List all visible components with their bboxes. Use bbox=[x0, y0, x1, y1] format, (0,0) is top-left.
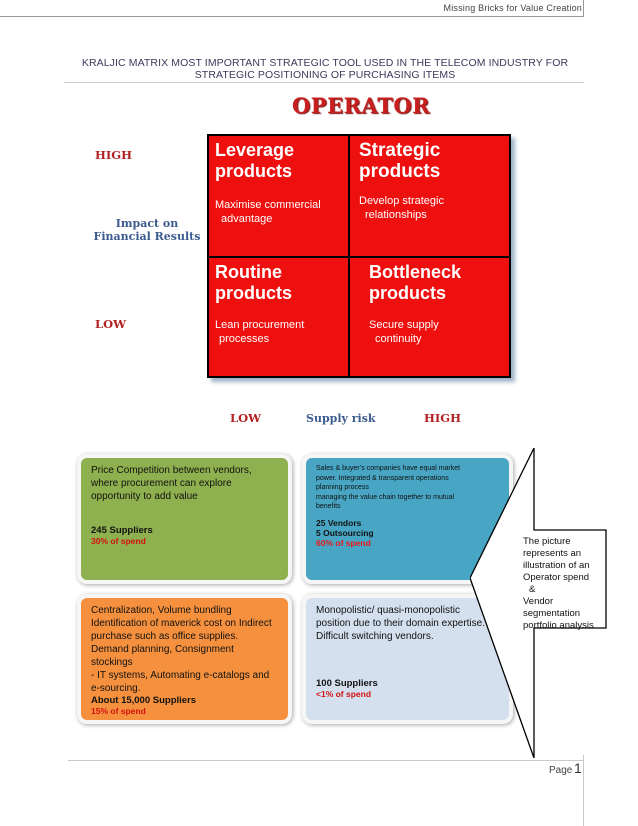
quadrant-routine-sub-1: Lean procurement bbox=[215, 319, 305, 331]
callout-line: portfolio analysis bbox=[523, 620, 594, 631]
quadrant-strategic: Strategic products Develop strategic rel… bbox=[350, 136, 509, 256]
callout-line: Vendor bbox=[523, 596, 554, 607]
document-title: KRALJIC MATRIX MOST IMPORTANT STRATEGIC … bbox=[70, 57, 580, 81]
description-line: Price Competition between vendors, bbox=[91, 465, 252, 476]
description-line: opportunity to add value bbox=[91, 491, 198, 502]
kraljic-matrix: Leverage products Maximise commercial ad… bbox=[207, 134, 511, 378]
y-axis-label-line-1: Impact on bbox=[115, 217, 179, 230]
description-line: Demand planning, Consignment stockings bbox=[91, 644, 234, 668]
callout-line: The picture bbox=[523, 536, 571, 547]
description-line: Sales & buyer’s companies have equal mar… bbox=[316, 465, 461, 472]
y-axis-low: LOW bbox=[95, 317, 127, 331]
quadrant-routine-title-1: Routine bbox=[215, 262, 282, 282]
callout-shape bbox=[470, 448, 607, 758]
segment-box-leverage: Price Competition between vendors, where… bbox=[77, 454, 292, 584]
quadrant-leverage-sub-1: Maximise commercial bbox=[215, 199, 321, 211]
callout-line: Operator spend bbox=[523, 572, 590, 583]
spend-share: 30% of spend bbox=[91, 536, 146, 546]
description-line: benefits bbox=[316, 503, 341, 510]
spend-share: 60% of spend bbox=[316, 537, 371, 548]
segment-bottleneck-description: Monopolistic/ quasi-monopolistic positio… bbox=[316, 604, 499, 643]
matrix-title: OPERATOR bbox=[292, 93, 431, 118]
supplier-count: 100 Suppliers bbox=[316, 678, 378, 689]
y-axis-high: HIGH bbox=[95, 148, 132, 162]
description-line: Monopolistic/ quasi-monopolistic bbox=[316, 605, 460, 616]
header-divider bbox=[0, 16, 583, 17]
description-line: position due to their domain expertise. bbox=[316, 618, 485, 629]
quadrant-bottleneck-sub: Secure supply continuity bbox=[369, 318, 503, 346]
quadrant-bottleneck-sub-1: Secure supply bbox=[369, 319, 439, 331]
description-line: e-sourcing. bbox=[91, 683, 141, 694]
quadrant-strategic-sub: Develop strategic relationships bbox=[359, 194, 503, 222]
page-number: 1 bbox=[574, 760, 582, 776]
vendor-count: 25 Vendors bbox=[316, 517, 362, 528]
description-line: power. Integrated & transparent operatio… bbox=[316, 474, 449, 482]
description-line: planning process bbox=[316, 484, 369, 491]
header-vertical-divider bbox=[583, 0, 584, 17]
quadrant-leverage-title-1: Leverage bbox=[215, 140, 295, 160]
quadrant-bottleneck-title-1: Bottleneck bbox=[369, 262, 462, 282]
quadrant-strategic-title-2: products bbox=[359, 161, 441, 182]
spend-share: <1% of spend bbox=[316, 689, 372, 699]
footer-divider bbox=[68, 760, 583, 761]
quadrant-bottleneck-sub-2: continuity bbox=[375, 333, 422, 345]
segment-box-bottleneck: Monopolistic/ quasi-monopolistic positio… bbox=[302, 594, 513, 724]
quadrant-routine: Routine products Lean procurement proces… bbox=[209, 258, 348, 376]
quadrant-strategic-sub-2: relationships bbox=[365, 209, 427, 221]
description-line: where procurement can explore bbox=[91, 478, 232, 489]
outsourcing-count: 5 Outsourcing bbox=[316, 527, 374, 538]
x-axis-low: LOW bbox=[230, 411, 262, 425]
segment-routine-description: Centralization, Volume bundling Identifi… bbox=[91, 604, 278, 695]
title-line-1: KRALJIC MATRIX MOST IMPORTANT STRATEGIC … bbox=[81, 57, 569, 69]
segment-strategic-description: Sales & buyer’s companies have equal mar… bbox=[316, 464, 499, 512]
callout-line: segmentation bbox=[523, 608, 581, 619]
description-line: managing the value chain together to mut… bbox=[316, 493, 455, 501]
description-line: Difficult switching vendors. bbox=[316, 631, 434, 642]
supplier-count: 245 Suppliers bbox=[91, 525, 153, 536]
x-axis-label: Supply risk bbox=[306, 412, 376, 425]
quadrant-strategic-sub-1: Develop strategic bbox=[359, 195, 444, 207]
callout-outline bbox=[470, 448, 607, 758]
x-axis-high: HIGH bbox=[424, 411, 461, 425]
title-divider bbox=[64, 82, 584, 83]
supplier-count: About 15,000 Suppliers bbox=[91, 695, 197, 706]
y-axis-label-line-2: Financial Results bbox=[93, 230, 201, 243]
quadrant-routine-sub-2: processes bbox=[219, 333, 270, 345]
quadrant-leverage-sub: Maximise commercial advantage bbox=[215, 198, 342, 226]
spend-share: 15% of spend bbox=[91, 706, 146, 716]
segment-box-routine: Centralization, Volume bundling Identifi… bbox=[77, 594, 292, 724]
quadrant-routine-title-2: products bbox=[215, 283, 293, 303]
segment-box-strategic: Sales & buyer’s companies have equal mar… bbox=[302, 454, 513, 584]
description-line: Identification of maverick cost on Indir… bbox=[91, 618, 272, 629]
quadrant-bottleneck: Bottleneck products Secure supply contin… bbox=[350, 258, 509, 376]
page-label: Page bbox=[549, 765, 573, 776]
callout-text: The picture represents an illustration o… bbox=[523, 536, 603, 632]
footer-vertical-divider bbox=[583, 755, 584, 826]
title-line-2: STRATEGIC POSITIONING OF PURCHASING ITEM… bbox=[194, 69, 456, 81]
running-header: Missing Bricks for Value Creation bbox=[443, 3, 582, 13]
quadrant-leverage-title-2: products bbox=[215, 161, 293, 181]
callout-line: represents an bbox=[523, 548, 582, 559]
quadrant-routine-sub: Lean procurement processes bbox=[215, 318, 342, 346]
y-axis-label: Impact on Financial Results bbox=[92, 217, 202, 243]
segment-leverage-description: Price Competition between vendors, where… bbox=[91, 464, 278, 503]
description-line: Centralization, Volume bundling bbox=[91, 605, 232, 616]
description-line: purchase such as office supplies. bbox=[91, 631, 239, 642]
quadrant-strategic-title-1: Strategic bbox=[359, 140, 441, 161]
callout-line: illustration of an bbox=[523, 560, 590, 571]
quadrant-leverage: Leverage products Maximise commercial ad… bbox=[209, 136, 348, 256]
quadrant-leverage-sub-2: advantage bbox=[221, 213, 273, 225]
callout-line: & bbox=[529, 584, 536, 595]
quadrant-bottleneck-title-2: products bbox=[369, 283, 447, 303]
description-line: - IT systems, Automating e-catalogs and bbox=[91, 670, 270, 681]
